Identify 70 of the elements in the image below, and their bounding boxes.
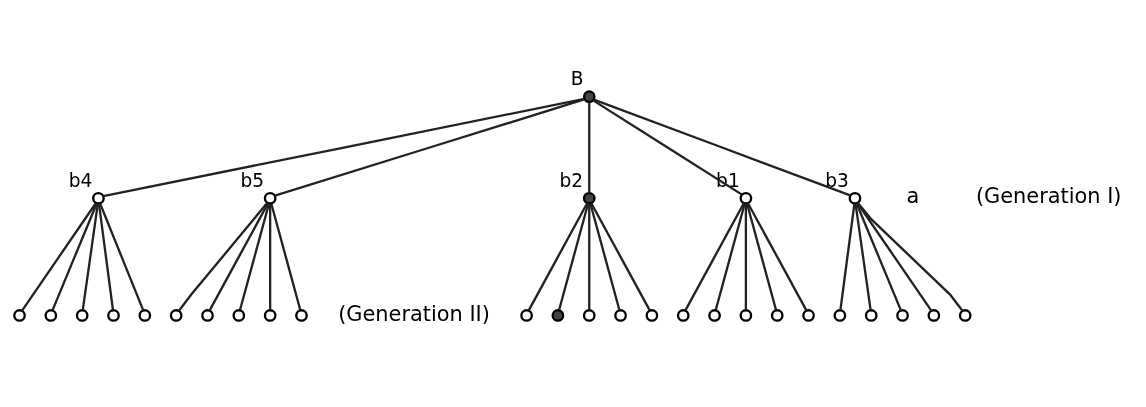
node-circle — [44, 309, 58, 322]
node-circle — [739, 191, 753, 205]
connector — [746, 202, 808, 311]
node-circle — [13, 309, 26, 322]
connector — [592, 99, 743, 196]
connector — [588, 203, 591, 310]
label: (Generation II) — [338, 301, 490, 326]
connector — [839, 203, 856, 311]
node-label: b2 — [559, 170, 584, 192]
node-circle — [958, 309, 972, 322]
node-circle — [614, 309, 627, 322]
connector — [238, 203, 271, 311]
connector — [177, 202, 269, 312]
node-circle — [582, 191, 596, 205]
node-circle — [201, 309, 214, 322]
node-circle — [169, 309, 183, 322]
connector — [684, 202, 745, 311]
node-circle — [92, 191, 105, 205]
node-circle — [75, 309, 89, 322]
node-circle — [551, 309, 565, 322]
node-circle — [896, 309, 909, 322]
node-circle — [802, 309, 815, 322]
connector — [558, 203, 590, 311]
label: a — [906, 184, 920, 209]
connector — [208, 202, 270, 311]
connector — [527, 202, 589, 311]
node-label: b5 — [240, 170, 264, 192]
node-label: b4 — [68, 170, 93, 192]
node-circle — [645, 309, 659, 322]
node-circle — [770, 309, 784, 322]
connector — [99, 203, 145, 311]
node-circle — [739, 309, 753, 322]
node-label: B — [570, 68, 584, 90]
node-circle — [263, 191, 277, 205]
connector — [714, 203, 746, 311]
node-circle — [833, 309, 847, 322]
connector — [589, 203, 621, 311]
connector — [97, 203, 115, 311]
node-circle — [864, 309, 878, 322]
connector — [745, 203, 778, 311]
node-circle — [107, 309, 120, 322]
connector — [856, 202, 933, 312]
connector — [51, 202, 98, 311]
node-label: b3 — [825, 170, 849, 192]
connector — [103, 97, 585, 198]
connector — [854, 203, 872, 311]
label: (Generation I) — [975, 184, 1122, 209]
node-circle — [927, 309, 941, 322]
connector — [270, 203, 302, 311]
node-circle — [676, 309, 690, 322]
connector — [20, 202, 97, 312]
connector — [588, 102, 591, 193]
connector — [856, 202, 964, 312]
connector — [744, 203, 748, 310]
connector — [269, 203, 272, 310]
connector — [593, 98, 851, 197]
node-circle — [295, 309, 308, 322]
node-circle — [520, 309, 533, 322]
connector — [590, 202, 651, 311]
connector — [274, 98, 585, 197]
node-circle — [582, 90, 596, 104]
connector — [81, 203, 99, 311]
node-label: b1 — [716, 170, 740, 192]
node-circle — [263, 309, 277, 322]
node-circle — [582, 309, 596, 322]
node-circle — [708, 309, 721, 322]
node-circle — [232, 309, 246, 322]
connector — [855, 202, 902, 311]
node-circle — [848, 191, 862, 205]
node-circle — [138, 309, 152, 322]
